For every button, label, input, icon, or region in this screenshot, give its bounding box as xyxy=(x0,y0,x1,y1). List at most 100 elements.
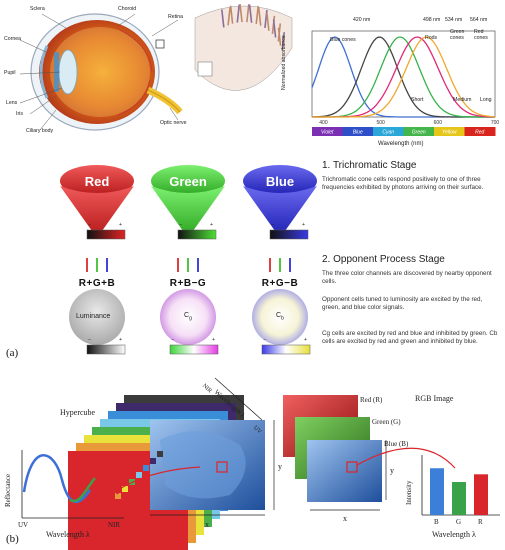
rgb-blue-label: Blue (B) xyxy=(384,440,409,448)
blue-intensity-bar xyxy=(269,229,309,240)
luminance-label: Luminance xyxy=(76,313,111,320)
bar-label-b: B xyxy=(434,518,439,526)
curve-green-cones xyxy=(312,36,495,118)
retina-cell xyxy=(246,4,250,23)
signal-lines xyxy=(86,258,291,272)
retina-cell xyxy=(221,9,225,28)
plot-nir: NIR xyxy=(108,521,121,529)
retina-cell xyxy=(236,4,241,23)
green-cone xyxy=(151,186,225,238)
rgb-green-label: Green (G) xyxy=(372,418,401,426)
label-sclera: Sclera xyxy=(30,6,45,12)
label-iris: Iris xyxy=(16,111,23,117)
xtick-500: 500 xyxy=(376,120,385,126)
rgb-red-label: Red (R) xyxy=(360,396,383,404)
cb-bar xyxy=(261,344,311,355)
red-cone-top xyxy=(60,165,134,197)
band-green xyxy=(403,127,435,136)
rgb-y: y xyxy=(390,466,394,475)
pixel-spectrum-square xyxy=(136,472,142,478)
cg-bar-minus: − xyxy=(171,337,175,343)
label-rods: Rods xyxy=(425,35,438,41)
label-long: Long xyxy=(480,97,492,103)
panel-b-tag: (b) xyxy=(6,533,19,545)
pixel-spectrum-square xyxy=(108,500,114,506)
axis-ylabel: Normalized absorbance xyxy=(281,35,287,90)
plot-uv: UV xyxy=(18,521,29,529)
cg-bar xyxy=(169,344,219,355)
cg-label: Cg xyxy=(184,312,192,322)
retina-cell xyxy=(272,19,277,38)
band-label-blue: Blue xyxy=(353,130,363,136)
intensity-bar-b xyxy=(430,468,444,515)
label-green-cones: Green cones xyxy=(450,29,465,41)
red-cone xyxy=(60,186,134,238)
reflectance-plot xyxy=(21,450,201,519)
stage1-title: 1. Trichromatic Stage xyxy=(322,160,417,171)
retina-detail xyxy=(194,3,293,91)
intensity-chart xyxy=(421,455,500,516)
stage2-p2: Opponent cells tuned to luminosity are e… xyxy=(322,296,483,312)
cb-cell xyxy=(252,289,308,345)
label-choroid: Choroid xyxy=(118,6,137,12)
red-intensity-bar xyxy=(86,229,126,240)
bar-label-r: R xyxy=(478,518,483,526)
bar-minus-green: − xyxy=(179,222,183,228)
cg-cell xyxy=(160,289,216,345)
bar-label-g: G xyxy=(456,518,462,526)
eye-leader-lines xyxy=(19,13,179,131)
label-red-cones: Red cones xyxy=(474,29,488,41)
formula-cg: R+B−G xyxy=(169,278,207,289)
band-label-yellow: Yellow xyxy=(442,130,457,136)
retina-cell xyxy=(229,5,234,24)
bar-plus-red: + xyxy=(119,222,123,228)
blue-cone-top xyxy=(243,165,317,197)
green-cone-top xyxy=(151,165,225,197)
band-violet xyxy=(312,127,343,136)
rgb-image-stack xyxy=(283,395,456,511)
formula-luminance: R+G+B xyxy=(78,278,116,289)
cb-label: Cb xyxy=(276,312,284,322)
label-pupil: Pupil xyxy=(4,70,16,76)
trichromatic-cones xyxy=(60,165,317,355)
lum-bar-plus: + xyxy=(119,337,123,343)
retina-cell xyxy=(255,5,260,25)
rgb-title: RGB Image xyxy=(415,394,454,403)
peak-534: 534 nm xyxy=(445,17,463,23)
rgb-wavelength: Wavelength λ xyxy=(432,530,476,539)
curve-long-cones xyxy=(312,36,496,118)
hypercube-y: y xyxy=(278,462,282,471)
hypercube-x: x xyxy=(205,520,209,529)
band-yellow xyxy=(434,127,465,136)
luminance-cell xyxy=(69,289,125,345)
retina-cell xyxy=(248,4,253,23)
lum-bar-minus: − xyxy=(88,337,92,343)
band-blue xyxy=(342,127,374,136)
band-label-cyan: Cyan xyxy=(382,130,394,136)
hypercube-title: Hypercube xyxy=(60,408,96,417)
xtick-400: 400 xyxy=(319,120,328,126)
stage2-title: 2. Opponent Process Stage xyxy=(322,254,445,265)
luminance-bar xyxy=(86,344,126,355)
eye-illustration xyxy=(30,13,183,131)
blue-cone xyxy=(243,186,317,238)
axis-xlabel: Wavelength (nm) xyxy=(378,141,424,147)
formula-cb: R+G−B xyxy=(261,278,299,289)
band-label-red: Red xyxy=(475,130,484,136)
stage2-p3: Cg cells are excited by red and blue and… xyxy=(322,330,498,346)
bar-minus-blue: − xyxy=(271,222,275,228)
label-optic-nerve: Optic nerve xyxy=(160,120,187,126)
retina-cell xyxy=(239,3,243,23)
stage2-p1: The three color channels are discovered … xyxy=(322,270,492,286)
retina-cell xyxy=(277,27,282,46)
rgb-x: x xyxy=(343,514,347,523)
hypercube-stack xyxy=(68,395,265,550)
peak-498: 498 nm xyxy=(423,17,441,23)
label-cornea: Cornea xyxy=(4,36,22,42)
label-blue-cones: Blue cones xyxy=(330,37,356,43)
pixel-spectrum-square xyxy=(150,458,156,464)
xtick-700: 700 xyxy=(491,120,500,126)
stage1-text: Trichromatic cone cells respond positive… xyxy=(322,176,484,192)
peak-420: 420 nm xyxy=(353,17,371,23)
